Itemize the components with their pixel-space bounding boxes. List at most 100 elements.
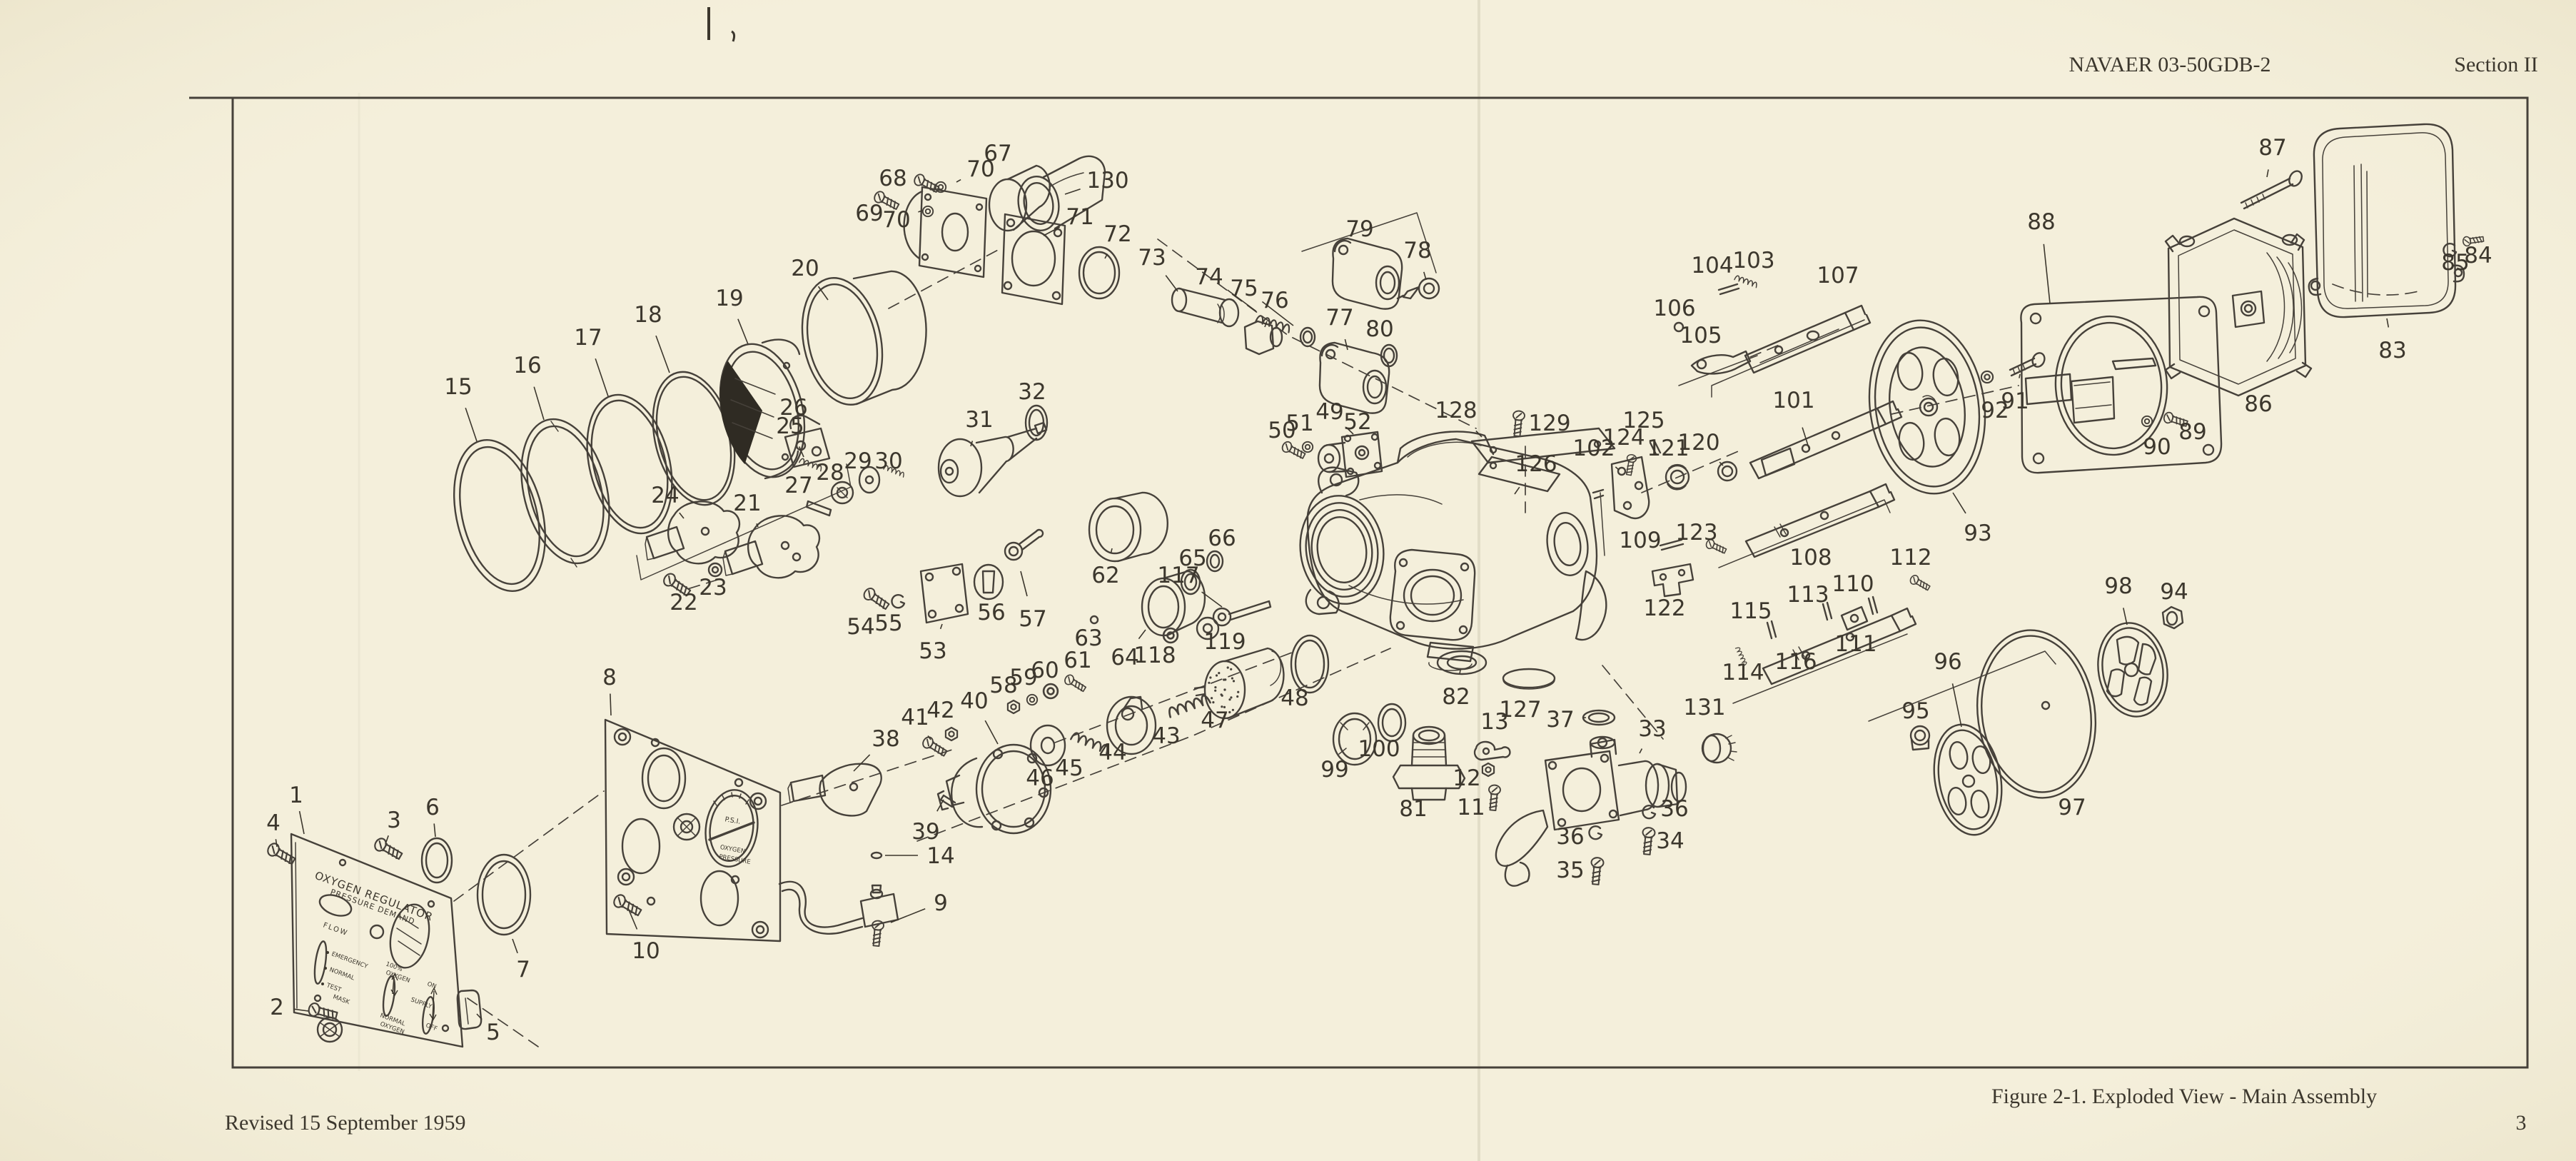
part-label-70-70: 70 [966,156,994,182]
part-label-60-60: 60 [1031,658,1059,683]
part-label-73-74: 73 [1138,245,1166,271]
leader-line-128-129 [1475,430,1483,438]
demand-valve-group [936,634,1407,835]
leader-line-76-77 [1264,321,1268,328]
part-label-47-47: 47 [1201,708,1228,733]
leader-line-16-15 [533,386,545,421]
part-label-84-85: 84 [2464,243,2492,268]
part-label-44-44: 44 [1098,740,1126,765]
leader-line-39-39 [936,799,944,812]
part-label-69-69: 69 [855,201,883,226]
leader-line-4-3 [275,839,278,848]
part-label-124-125: 124 [1602,425,1645,451]
part-label-101-102: 101 [1772,388,1814,413]
page-text: NAVAER 03-50GDB-2 Section II Revised 15 … [225,53,2538,1135]
part-label-59-59: 59 [1009,665,1037,690]
part-label-70-71: 70 [882,207,910,233]
part-label-31-30: 31 [965,407,993,433]
bullet-emergency [326,951,329,954]
part-label-90-91: 90 [2143,434,2171,460]
part-label-83-84: 83 [2378,338,2406,363]
part-label-9-8: 9 [934,890,948,916]
part-label-77-78: 77 [1325,305,1353,331]
part-label-111-112: 111 [1834,631,1877,657]
part-label-23-22: 23 [699,575,727,600]
part-label-118-119: 118 [1133,643,1176,668]
leader-line-1-0 [298,810,305,835]
part-label-43-43: 43 [1152,723,1180,749]
part-label-50-50: 50 [1268,418,1295,443]
leader-line-71-72 [1043,226,1061,236]
leader-line-8-7 [610,693,612,716]
supply-valve-group [1392,650,1737,887]
leader-line-70-71 [918,210,923,213]
part-label-75-76: 75 [1230,276,1258,301]
leader-line-62-62 [1110,548,1113,553]
part-label-34-33: 34 [1656,828,1684,854]
part-label-39-39: 39 [911,819,939,845]
leader-line-78-79 [1423,271,1427,281]
bellows-86 [2164,217,2313,397]
part-label-25-24: 25 [776,413,804,439]
leader-line-41-41 [927,735,931,740]
part-label-85-86: 85 [2441,250,2469,276]
leader-line-17-16 [595,358,609,397]
registration-mark [707,7,736,42]
leader-line-102-103 [1615,466,1620,471]
part-label-2-1: 2 [270,995,284,1020]
inlet-cover-group [903,155,1440,414]
pulley-93 [1868,319,1986,495]
part-label-87-88: 87 [2258,135,2286,161]
part-label-20-19: 20 [791,256,819,281]
exploded-diagram-artwork [265,123,2485,1050]
part-label-122-123: 122 [1643,595,1685,621]
part-label-62-62: 62 [1091,563,1119,588]
leader-line-20-19 [817,286,829,301]
part-label-96-97: 96 [1934,649,1961,675]
part-label-99-100: 99 [1320,757,1348,783]
leader-line-88-89 [2043,243,2051,304]
part-label-54-54: 54 [847,614,874,640]
part-label-103-104: 103 [1732,248,1774,273]
part-label-42-42: 42 [926,698,954,723]
part-label-49-49: 49 [1315,399,1343,425]
header-document-number: NAVAER 03-50GDB-2 [2069,53,2271,76]
gauge-units-label: P.S.I. [724,815,742,826]
part-label-40-40: 40 [960,688,988,714]
header-section: Section II [2454,53,2537,76]
leader-line-57-57 [1020,571,1028,597]
part-labels: 1234567891011121314151617181920212223242… [266,135,2492,1045]
leader-line-70-70 [956,179,961,183]
part-label-117-118: 117 [1157,563,1199,588]
part-label-76-77: 76 [1261,288,1288,313]
leader-line-19-18 [737,318,749,345]
part-label-128-129: 128 [1435,398,1477,423]
part-label-71-72: 71 [1066,204,1093,230]
leader-line-6-5 [433,823,436,838]
part-label-81-82: 81 [1399,796,1427,822]
leader-line-72-73 [1104,253,1108,259]
bullet-test [321,982,324,985]
part-label-108-109: 108 [1789,545,1832,571]
part-label-114-115: 114 [1722,660,1764,685]
part-label-28-27: 28 [816,460,844,486]
part-label-45-45: 45 [1055,755,1083,781]
part-label-98-99: 98 [2104,573,2132,599]
part-label-55-55: 55 [874,610,902,636]
part-label-120-121: 120 [1677,430,1719,456]
part-label-61-61: 61 [1064,648,1091,673]
part-label-8-7: 8 [602,665,617,690]
part-label-57-57: 57 [1019,606,1046,632]
lever-rails [1673,283,1917,685]
part-label-105-106: 105 [1680,323,1722,348]
part-label-56-56: 56 [977,600,1005,625]
part-label-63-63: 63 [1074,625,1102,651]
part-label-121-122: 121 [1647,436,1689,461]
part-label-94-95: 94 [2160,579,2188,605]
leader-line-64-64 [1138,629,1146,640]
part-label-5-4: 5 [486,1020,500,1045]
part-label-97-98: 97 [2058,795,2086,820]
part-label-46-46: 46 [1026,765,1054,791]
leader-line-75-76 [1261,301,1294,326]
part-label-11-10: 11 [1457,795,1485,820]
